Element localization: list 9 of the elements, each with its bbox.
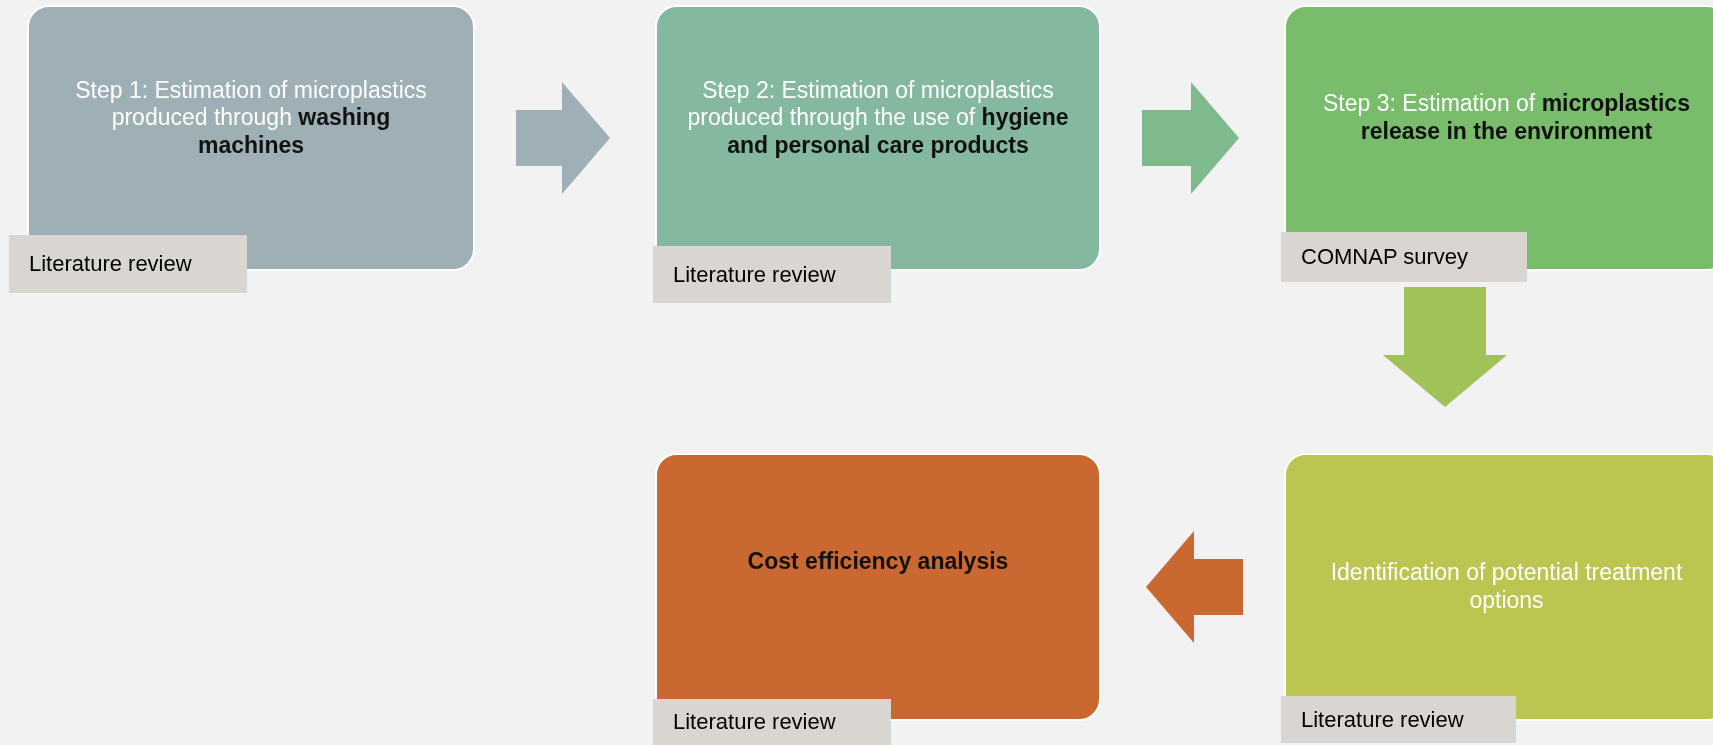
source-tag: COMNAP survey: [1281, 232, 1527, 282]
source-tag: Literature review: [1281, 696, 1516, 743]
block-arrow: [1383, 287, 1507, 407]
block-arrow: [516, 81, 610, 195]
source-tag: Literature review: [653, 699, 891, 745]
block-arrow: [1146, 530, 1243, 644]
source-tag: Literature review: [9, 235, 247, 293]
source-tag: Literature review: [653, 246, 891, 303]
block-arrow: [1142, 81, 1239, 195]
